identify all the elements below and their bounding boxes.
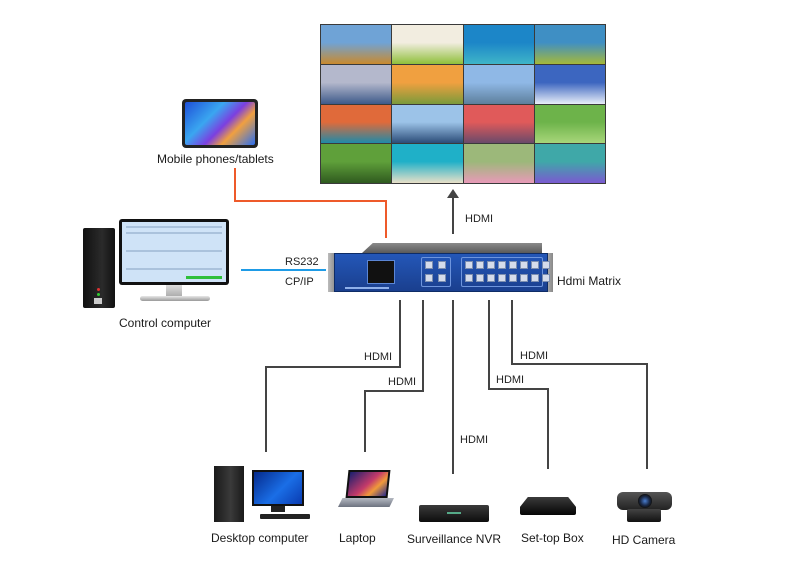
hdmi-label-settop: HDMI [496,374,525,386]
nvr-label: Surveillance NVR [407,532,502,546]
cpip-label: CP/IP [285,276,314,288]
arrow-up-icon [447,189,459,198]
hdmi-label-nvr: HDMI [460,434,489,446]
wall-tile-city-skyline-dusk [321,64,392,104]
wall-tile-coastal-cliffs [534,25,605,64]
laptop-icon [345,470,391,498]
keyboard-icon [260,514,310,519]
matrix-key [465,261,473,269]
matrix-key [509,273,517,282]
hdmi-cable-settop [488,300,549,469]
wall-tile-pink-blossoms [463,144,534,183]
wall-tile-aerial-beach-waves [392,144,463,183]
wall-tile-thatched-pavilion-field [392,25,463,64]
computer-label: Control computer [119,316,212,330]
matrix-key [465,273,473,282]
tablet-icon [182,99,258,148]
matrix-key [498,273,506,282]
matrix-key [487,273,495,282]
set-top-box-icon [520,497,576,515]
desktop-monitor-small-icon [252,470,304,506]
matrix-label: Hdmi Matrix [557,274,622,288]
nvr-icon [419,505,489,522]
matrix-key [437,273,446,282]
hdmi-cable-camera [511,300,648,469]
rack-ear-left [328,253,336,292]
hdmi-output-label: HDMI [465,213,494,225]
laptop-base [338,498,394,507]
matrix-key [509,261,517,269]
desktop-computer-icon [214,466,244,522]
matrix-key [520,261,528,269]
matrix-key [487,261,495,269]
wall-tile-lake-autumn-trees [321,25,392,64]
matrix-key [425,261,433,269]
wall-tile-snowy-cabin [534,64,605,104]
monitor-base [140,296,210,301]
video-wall-icon [320,24,606,184]
rack-ear-right [545,253,553,292]
matrix-key [531,273,539,282]
matrix-key [542,261,550,269]
wall-tile-alpine-lake-peaks [321,104,392,144]
hdmi-label-camera: HDMI [520,350,549,362]
matrix-key [437,261,446,269]
hdmi-matrix-icon [334,253,550,292]
matrix-key [498,261,506,269]
wall-tile-cottage-willow [321,144,392,183]
camera-mount [627,509,661,522]
wall-tile-mountain-lake-reflection [463,64,534,104]
matrix-key [425,273,433,282]
wall-tile-orange-flower-green [534,104,605,144]
matrix-key [531,261,539,269]
matrix-top [362,243,542,253]
matrix-key [476,273,484,282]
camera-label: HD Camera [612,533,676,547]
desktop-monitor-icon [119,219,229,285]
camera-lens [638,494,652,508]
hdmi-label-desktop: HDMI [364,351,393,363]
wall-tile-red-rock-mountain [463,104,534,144]
rs232-label: RS232 [285,256,319,268]
matrix-key [542,273,550,282]
mobile-label: Mobile phones/tablets [157,152,274,166]
desktop-stand [271,506,285,512]
hdmi-cable-laptop [364,300,424,452]
wall-tile-pagoda-sunset-path [392,64,463,104]
wall-tile-lavender-teal [534,144,605,183]
matrix-key [476,261,484,269]
settop-label: Set-top Box [521,531,584,545]
pc-tower-icon [83,228,115,308]
matrix-key [520,273,528,282]
monitor-stand [166,285,182,297]
hdmi-label-laptop: HDMI [388,376,417,388]
wall-tile-turquoise-lagoon [463,25,534,64]
mobile-link-line [234,168,387,238]
desktop-label: Desktop computer [211,531,309,545]
laptop-label: Laptop [339,531,376,545]
hdmi-cable-desktop [265,300,401,452]
wall-tile-calm-lake-mountains [392,104,463,144]
